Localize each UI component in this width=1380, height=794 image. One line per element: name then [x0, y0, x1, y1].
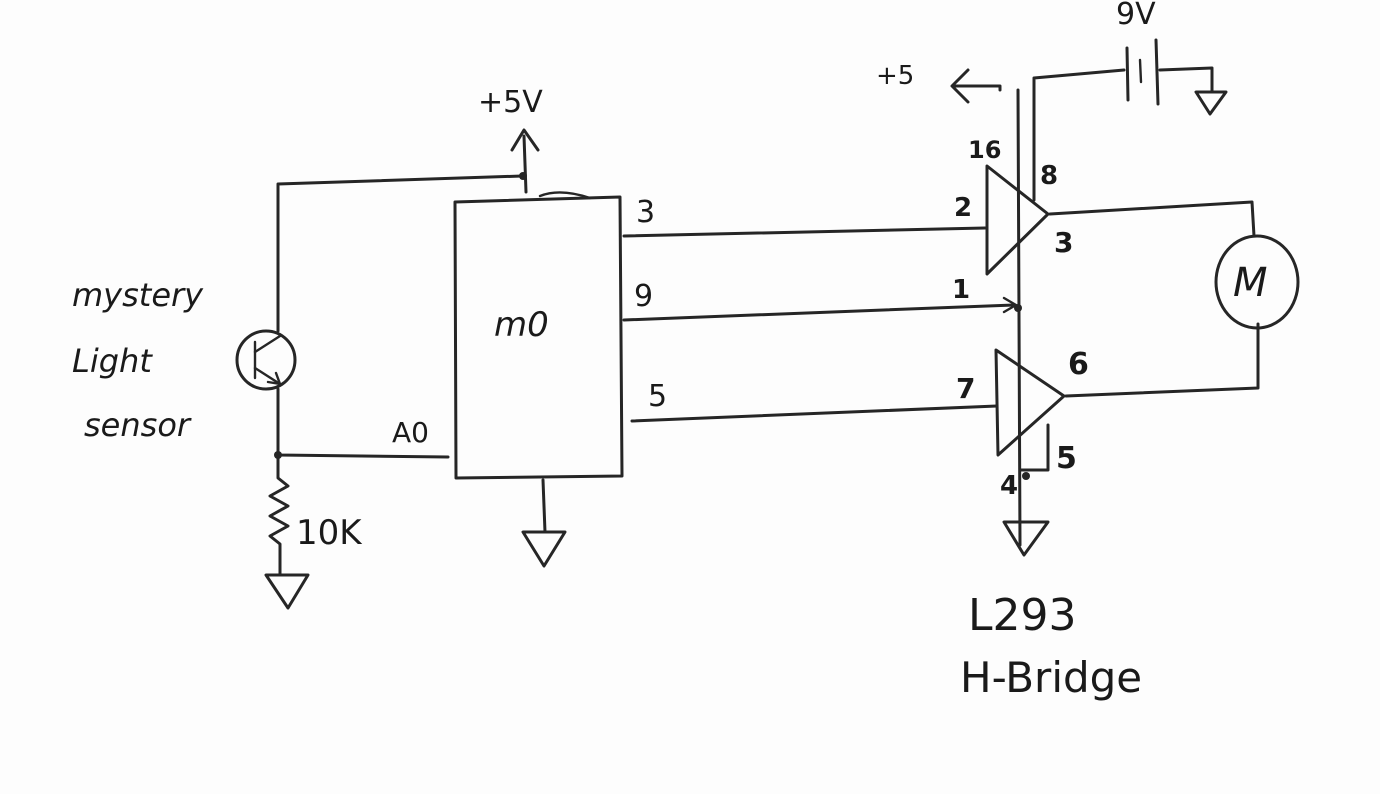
hb-pin-5-label: 5 [1056, 441, 1077, 476]
resistor-label: 10K [296, 513, 363, 553]
motor-label: M [1233, 260, 1268, 306]
mcu-top-mark [538, 191, 592, 200]
hb-plus5-arrow [950, 68, 970, 104]
ground-sensor [264, 573, 310, 610]
hb-plus5-wire [952, 84, 1002, 92]
hb-pin-2-label: 2 [954, 193, 972, 223]
driver-lower [994, 348, 1066, 457]
mcu-pin-5-label: 5 [648, 379, 667, 414]
hb-pin-3-label: 3 [1054, 226, 1073, 259]
wire-sensor-to-5v [276, 174, 524, 333]
mcu-ground-wire [541, 478, 547, 534]
motor [1214, 234, 1300, 330]
wire-pin9-to-hb1 [622, 303, 1016, 322]
hb-ground-pins [1018, 423, 1050, 472]
battery-wire-left [1032, 68, 1126, 202]
hb-pin-16-label: 16 [968, 136, 1001, 164]
resistor-10k [268, 453, 290, 577]
battery-label: 9V [1116, 0, 1156, 32]
ground-battery [1194, 90, 1228, 116]
mcu-pin-9-label: 9 [634, 279, 653, 314]
wire-pin5-to-hb7 [630, 404, 999, 423]
mcu-power-arrow [510, 128, 540, 194]
mcu-body [453, 195, 624, 480]
hb-pin-7-label: 7 [956, 372, 975, 405]
mcu-name-label: m0 [494, 305, 549, 345]
hb-name-line2: H-Bridge [960, 653, 1142, 702]
sensor-label-line1: mystery [72, 276, 204, 314]
hb-name-line1: L293 [968, 590, 1077, 641]
wire-hb3-to-motor [1048, 200, 1256, 238]
ground-mcu [521, 530, 567, 568]
phototransistor [235, 329, 297, 391]
hb-pin-1-label: 1 [952, 275, 970, 305]
driver-upper [985, 164, 1050, 276]
mcu-power-label: +5V [478, 85, 543, 120]
hb-pin-8-label: 8 [1040, 161, 1058, 191]
hb-plus5-label: +5 [876, 61, 914, 91]
mcu-pin-3-label: 3 [636, 195, 655, 230]
sensor-label-line3: sensor [84, 406, 192, 444]
hb-enable-line [1016, 88, 1022, 547]
battery-9v [1125, 38, 1160, 106]
wire-pin3-to-hb2 [622, 226, 987, 238]
wire-hb6-to-motor [1064, 322, 1260, 398]
hb-pin-6-label: 6 [1068, 347, 1089, 382]
ground-hb [1002, 520, 1050, 557]
battery-wire-right [1158, 66, 1214, 94]
sensor-label-line2: Light [72, 342, 153, 380]
hb-pin-4-label: 4 [1000, 471, 1018, 501]
mcu-pin-a0-label: A0 [392, 416, 429, 449]
